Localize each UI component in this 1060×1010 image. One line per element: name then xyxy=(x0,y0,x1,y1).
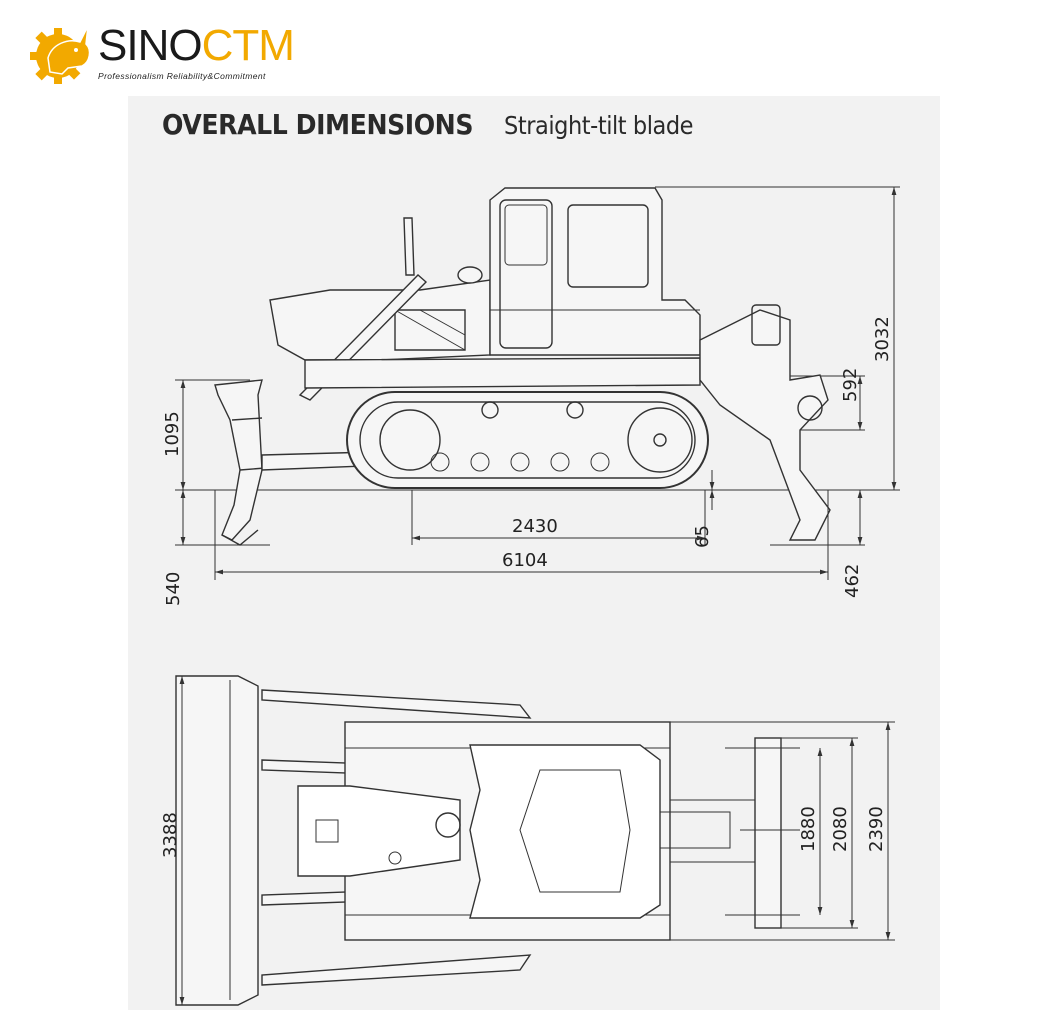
dim-2430: 2430 xyxy=(512,516,558,537)
top-engine xyxy=(297,785,461,877)
ripper xyxy=(699,309,831,541)
page-title: OVERALL DIMENSIONS Straight-tilt blade xyxy=(162,108,714,141)
dim-1095: 1095 xyxy=(162,411,183,457)
title-sub: Straight-tilt blade xyxy=(504,111,694,140)
dim-65: 65 xyxy=(692,525,713,548)
top-ripper xyxy=(754,737,782,929)
brand-tagline: Professionalism Reliability&Commitment xyxy=(98,71,266,81)
title-main: OVERALL DIMENSIONS xyxy=(162,108,474,141)
dim-592: 592 xyxy=(840,368,861,402)
top-blade xyxy=(175,675,259,1006)
brand-logo: SINOCTM Professionalism Reliability&Comm… xyxy=(28,22,295,86)
exhaust-pipe xyxy=(403,217,415,276)
dim-2080: 2080 xyxy=(830,806,851,852)
top-view xyxy=(175,675,895,1006)
side-view xyxy=(175,186,900,580)
dim-540: 540 xyxy=(163,572,184,606)
rhino-gear-logo-icon xyxy=(30,25,91,84)
top-view-labels: 3388 1880 2080 2390 xyxy=(160,806,887,858)
top-cab xyxy=(469,744,661,919)
cab xyxy=(489,187,701,356)
track xyxy=(346,391,709,489)
dim-3388: 3388 xyxy=(160,812,181,858)
dim-462: 462 xyxy=(842,564,863,598)
dim-3032: 3032 xyxy=(872,316,893,362)
dim-2390: 2390 xyxy=(866,806,887,852)
blade xyxy=(214,379,263,541)
dim-1880: 1880 xyxy=(798,806,819,852)
brand-name: SINOCTM xyxy=(98,21,295,70)
side-view-labels: 3032 592 1095 2430 65 6104 540 462 xyxy=(162,316,893,606)
dim-6104: 6104 xyxy=(502,550,548,571)
